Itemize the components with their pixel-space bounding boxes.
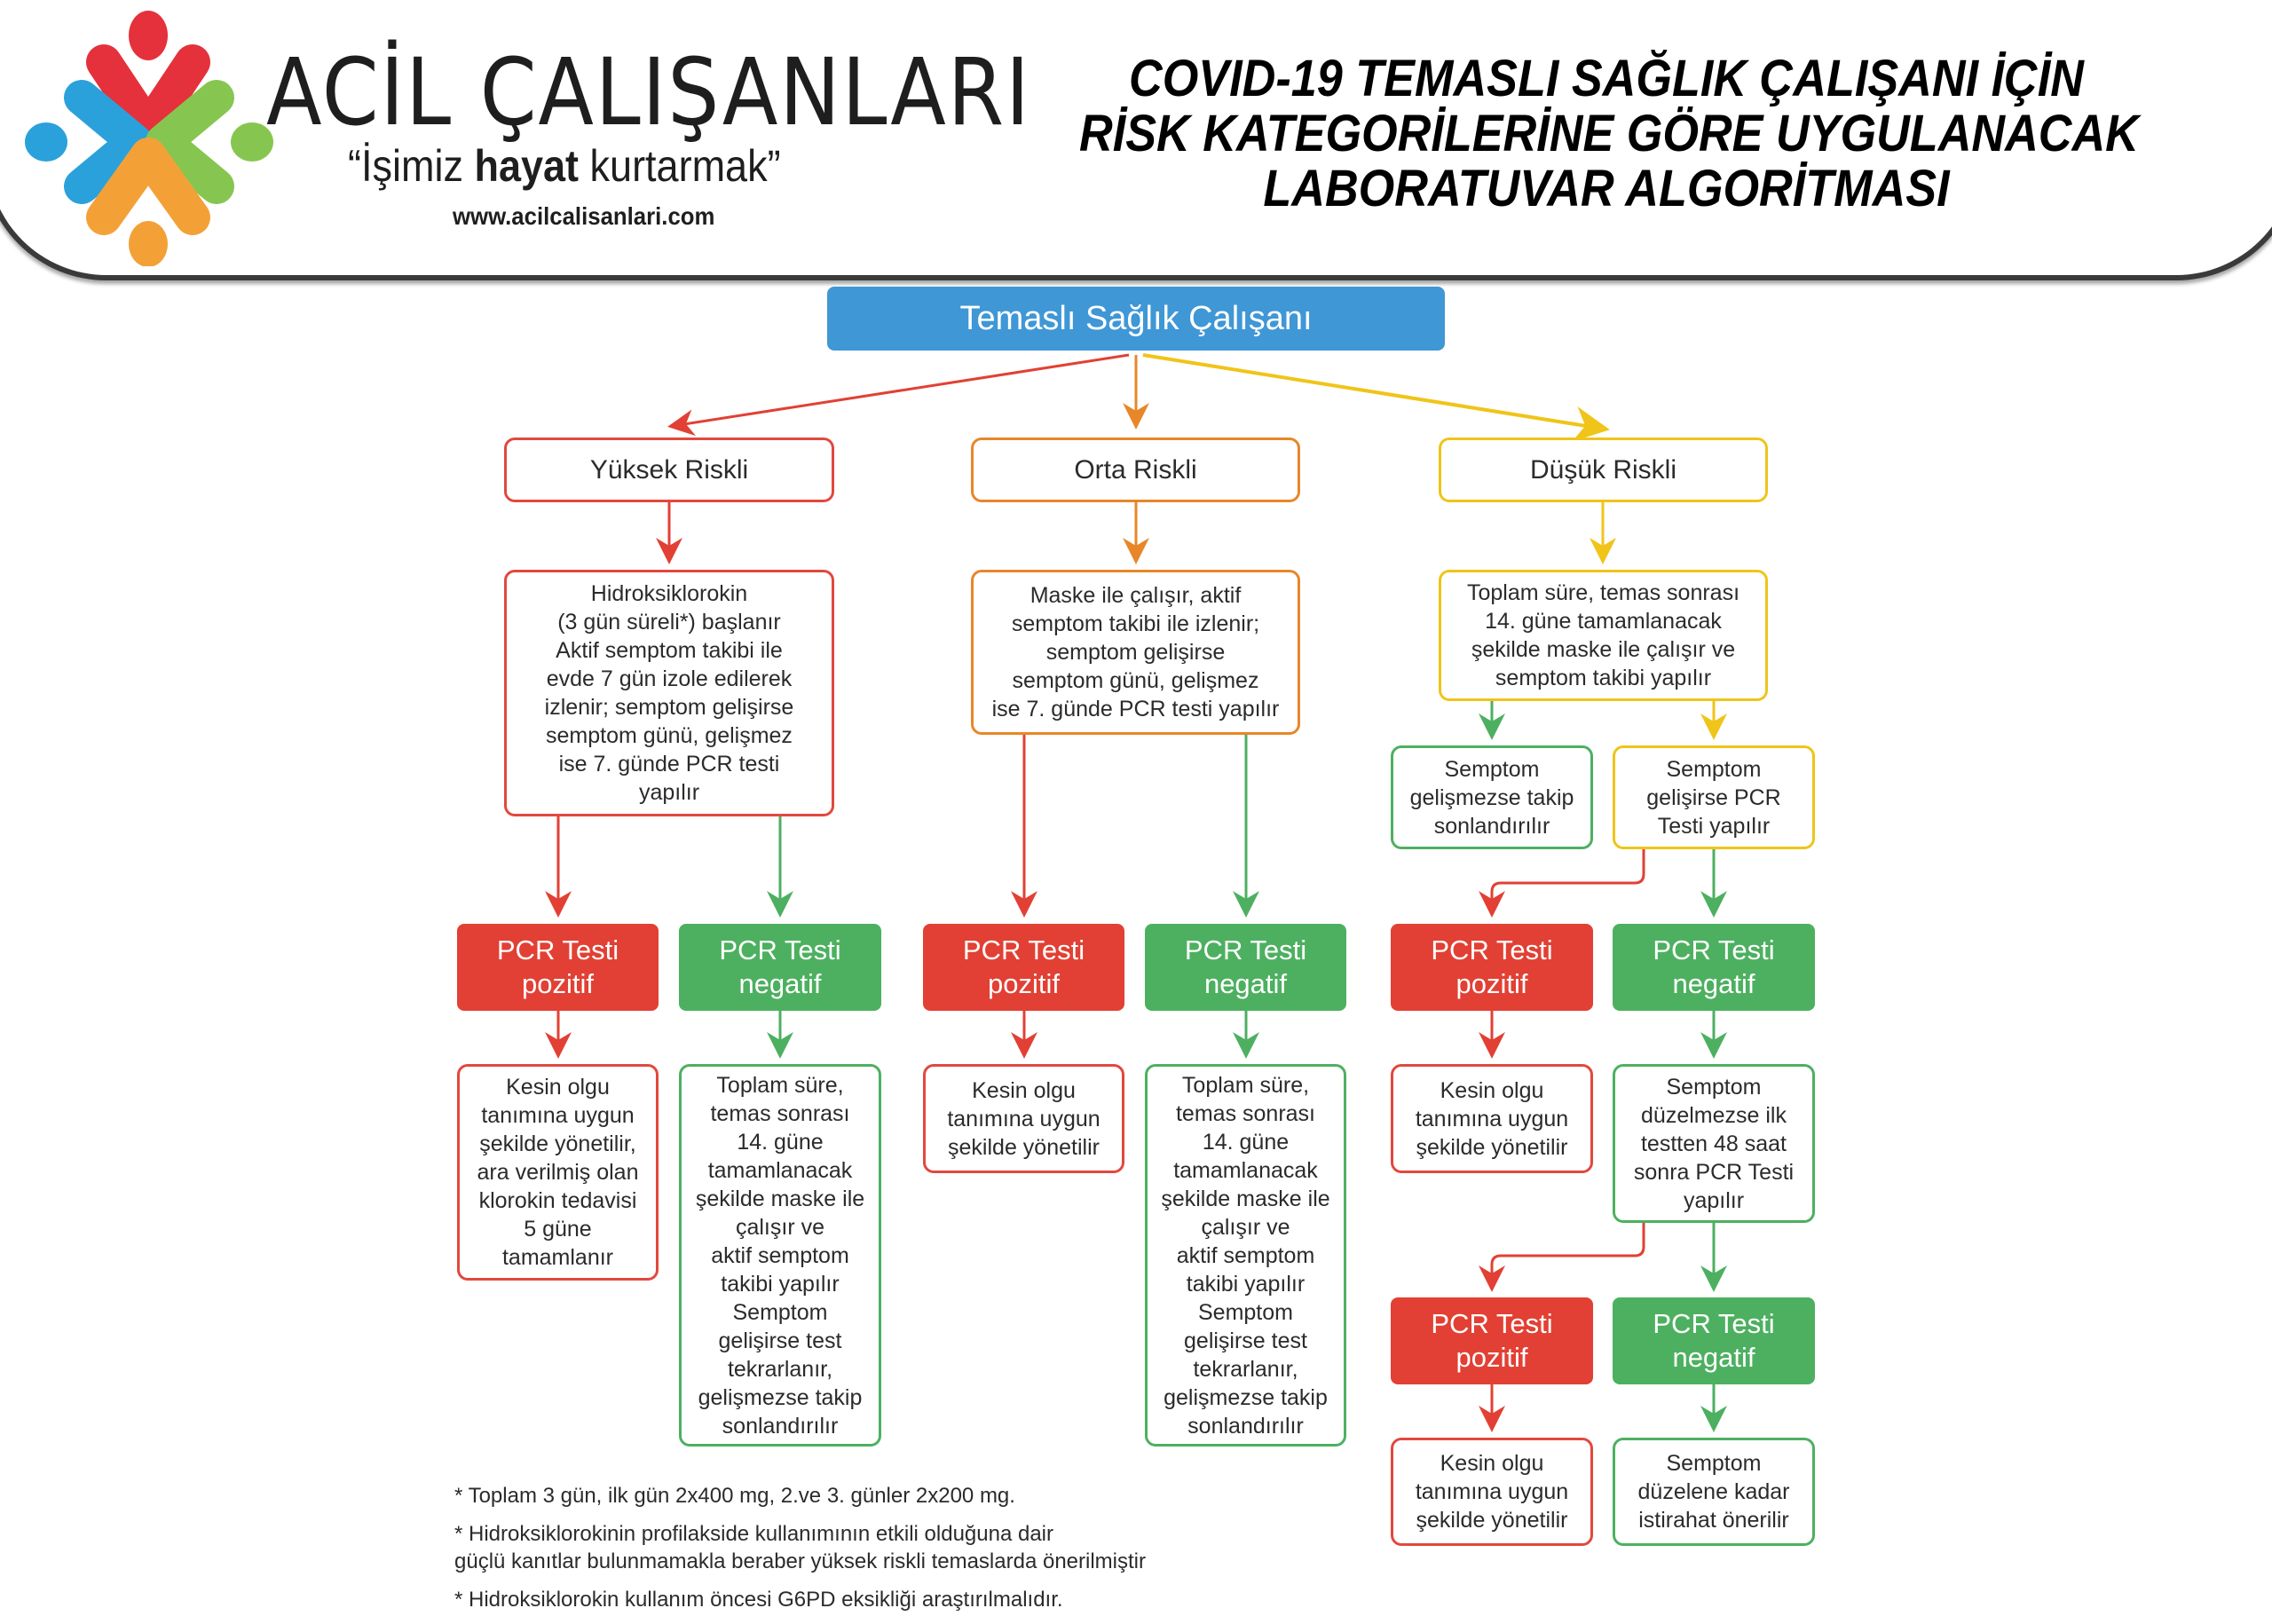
acil-calisanlari-logo: [25, 11, 273, 266]
node-low-retest-negative: PCR Testi negatif: [1613, 1297, 1815, 1384]
logo-green-v: [146, 80, 234, 204]
footnote-dosage: * Toplam 3 gün, ilk gün 2x400 mg, 2.ve 3…: [454, 1484, 1015, 1508]
node-high-risk: Yüksek Riskli: [504, 438, 834, 502]
website-link[interactable]: www.acilcalisanlari.com: [453, 202, 715, 230]
edge-root-low: [1142, 353, 1610, 442]
footnote-g6pd: * Hidroksiklorokin kullanım öncesi G6PD …: [454, 1588, 1063, 1612]
node-high-pcr-negative: PCR Testi negatif: [679, 924, 881, 1011]
title-line: LABORATUVAR ALGORİTMASI: [1263, 160, 1950, 217]
slogan-bold: hayat: [474, 141, 580, 191]
page-title: COVID-19 TEMASLI SAĞLIK ÇALIŞANI İÇİN Rİ…: [1079, 50, 2139, 217]
logo-blue-v: [64, 80, 153, 204]
edge-low-retest-pos: [1479, 1223, 1645, 1292]
node-low-retest-positive: PCR Testi pozitif: [1391, 1297, 1593, 1384]
node-high-neg-result: Toplam süre, temas sonrası 14. güne tama…: [679, 1064, 881, 1447]
node-high-pos-result: Kesin olgu tanımına uygun şekilde yöneti…: [457, 1064, 659, 1281]
node-high-pcr-positive: PCR Testi pozitif: [457, 924, 659, 1011]
node-mid-risk: Orta Riskli: [971, 438, 1300, 502]
node-mid-pos-result: Kesin olgu tanımına uygun şekilde yöneti…: [923, 1064, 1124, 1173]
brand-name: ACİL ÇALIŞANLARI: [266, 38, 1031, 146]
edge-root-high: [667, 353, 1130, 437]
title-line: RİSK KATEGORİLERİNE GÖRE UYGULANACAK: [1079, 105, 2139, 162]
node-low-pcr-positive: PCR Testi pozitif: [1391, 924, 1593, 1011]
node-mid-neg-result: Toplam süre, temas sonrası 14. güne tama…: [1145, 1064, 1346, 1447]
node-low-neg-result: Semptom düzelmezse ilk testten 48 saat s…: [1613, 1064, 1815, 1223]
node-low-pcr-negative: PCR Testi negatif: [1613, 924, 1815, 1011]
node-mid-pcr-positive: PCR Testi pozitif: [923, 924, 1124, 1011]
node-low-risk: Düşük Riskli: [1439, 438, 1768, 502]
logo-red-dot: [129, 11, 168, 60]
node-low-final-pos-result: Kesin olgu tanımına uygun şekilde yöneti…: [1391, 1438, 1593, 1546]
node-low-pos-result: Kesin olgu tanımına uygun şekilde yöneti…: [1391, 1064, 1593, 1173]
node-high-action: Hidroksiklorokin (3 gün süreli*) başlanı…: [504, 570, 834, 816]
node-low-symptom: Semptom gelişirse PCR Testi yapılır: [1613, 745, 1815, 849]
header-banner: [0, 0, 2272, 280]
node-low-final-neg-result: Semptom düzelene kadar istirahat önerili…: [1613, 1438, 1815, 1546]
footnote-evidence: * Hidroksiklorokinin profilakside kullan…: [454, 1522, 1146, 1573]
logo-blue-dot: [25, 122, 67, 162]
slogan-part: kurtarmak”: [579, 141, 781, 191]
logo-red-v: [86, 44, 210, 146]
slogan-part: “İşimiz: [348, 141, 475, 191]
node-mid-pcr-negative: PCR Testi negatif: [1145, 924, 1346, 1011]
edge-low-sym-pos: [1479, 849, 1645, 918]
node-low-no-symptom: Semptom gelişmezse takip sonlandırılır: [1391, 745, 1593, 849]
node-low-action: Toplam süre, temas sonrası 14. güne tama…: [1439, 570, 1768, 701]
title-line: COVID-19 TEMASLI SAĞLIK ÇALIŞANI İÇİN: [1129, 50, 2084, 107]
slogan: “İşimiz hayat kurtarmak”: [348, 140, 781, 192]
logo-green-dot: [231, 122, 273, 162]
footnotes: * Toplam 3 gün, ilk gün 2x400 mg, 2.ve 3…: [454, 1482, 1146, 1624]
node-root-contact-worker: Temaslı Sağlık Çalışanı: [827, 287, 1445, 351]
logo-orange-v: [86, 138, 210, 235]
logo-orange-dot: [129, 221, 168, 266]
node-mid-action: Maske ile çalışır, aktif semptom takibi …: [971, 570, 1300, 735]
